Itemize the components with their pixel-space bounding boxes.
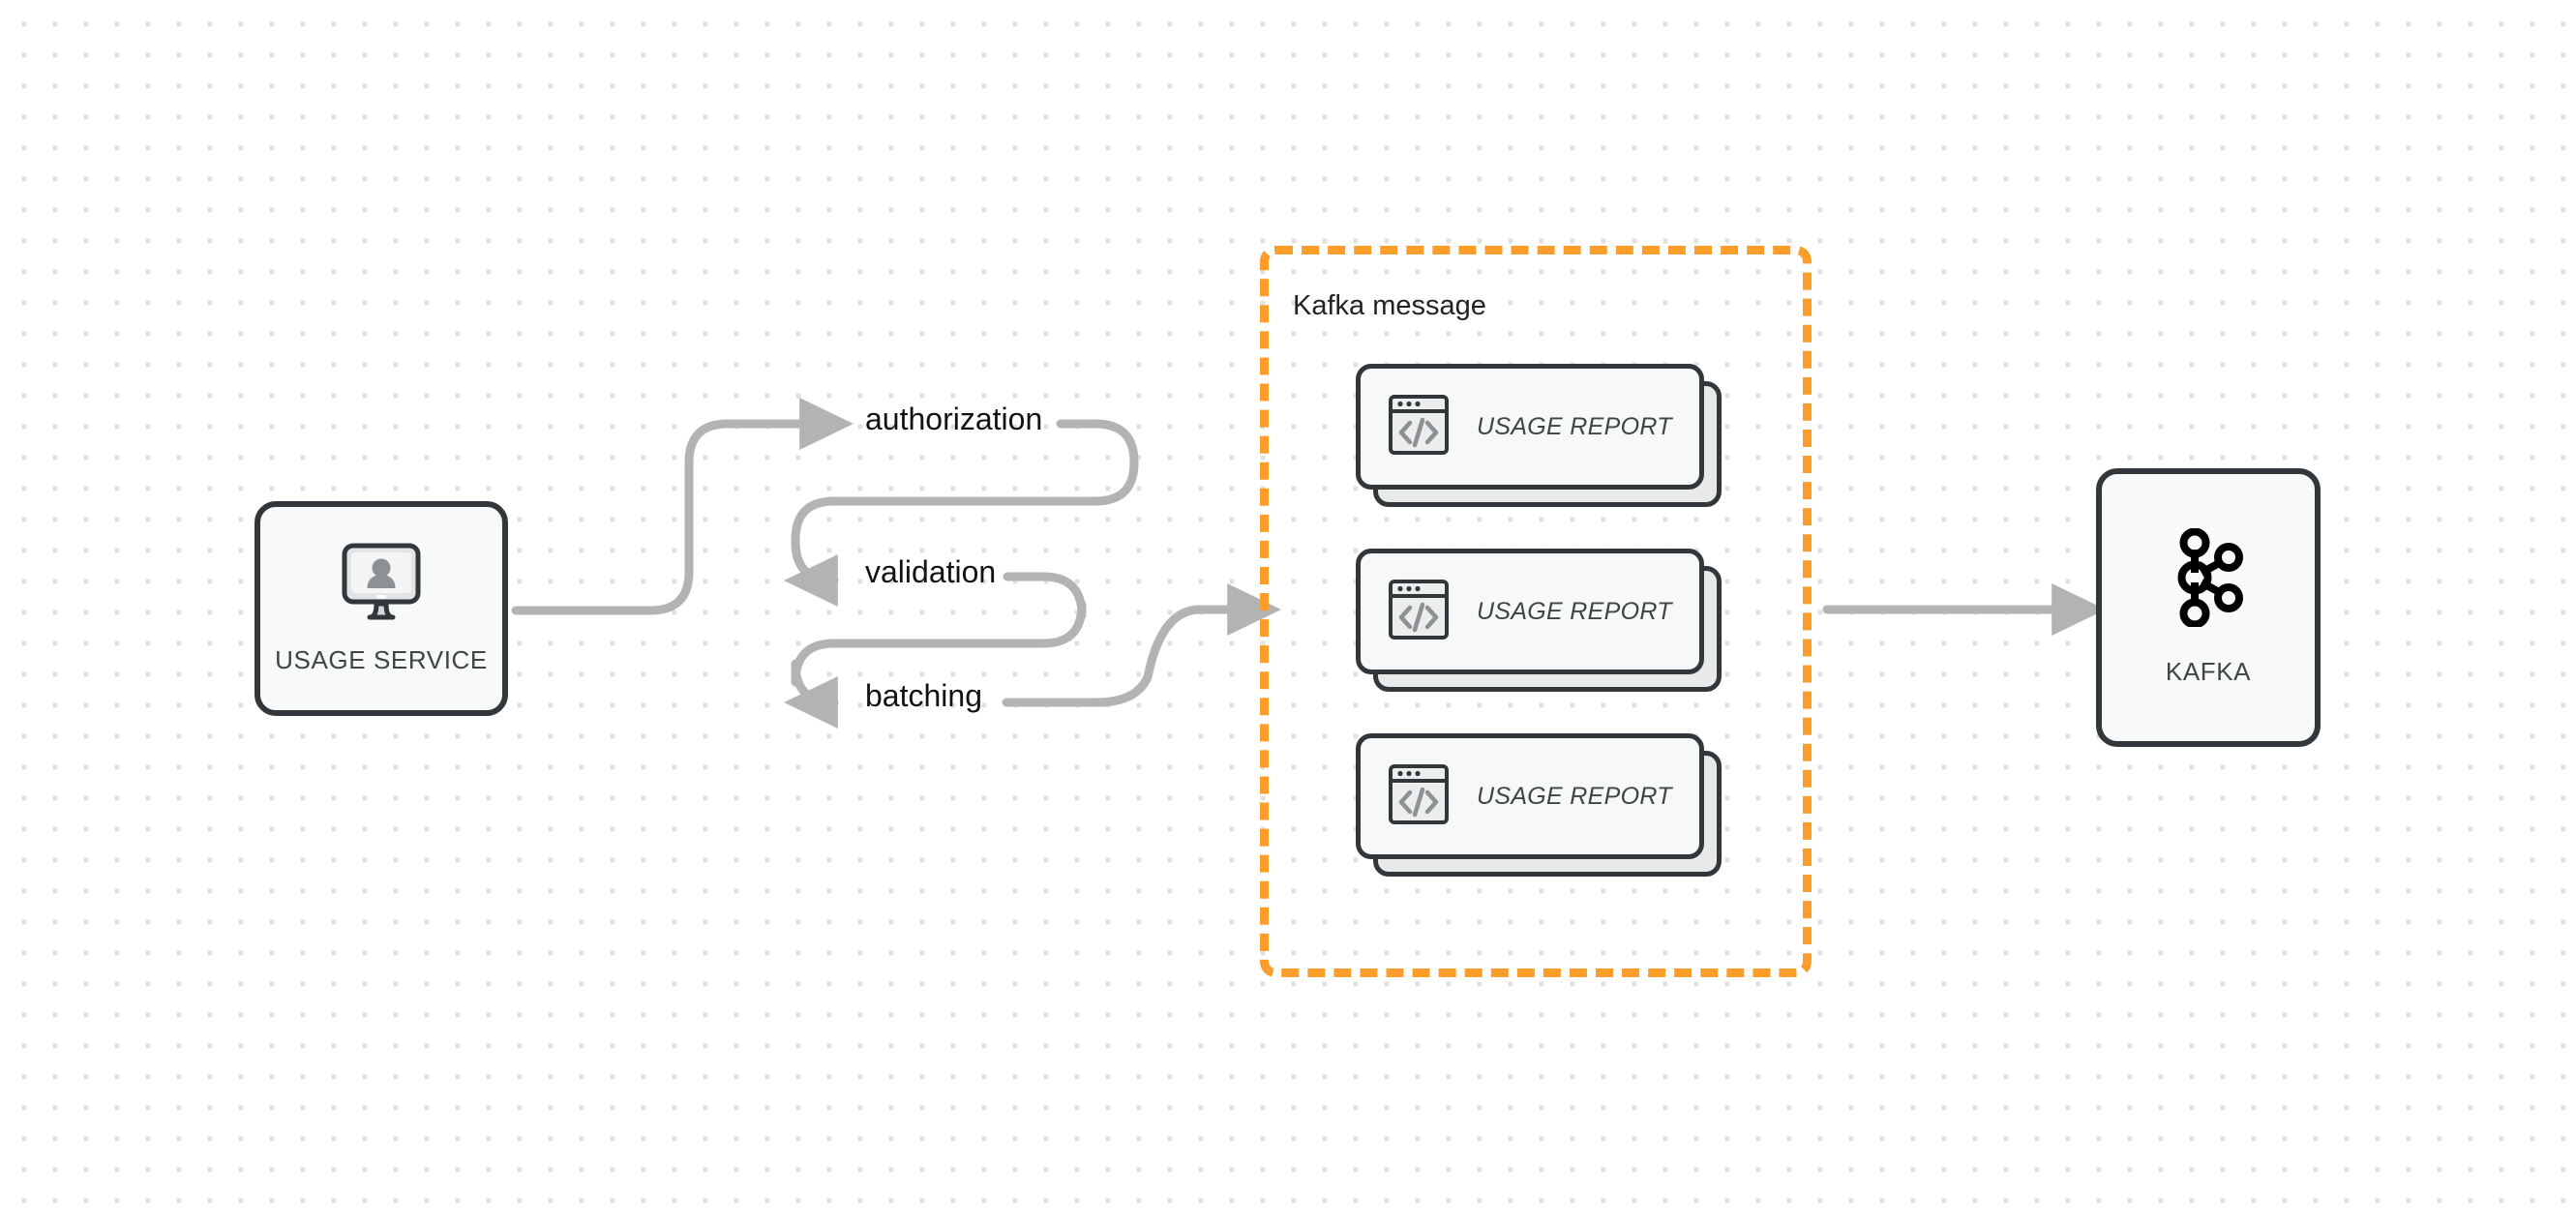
pipeline-step-validation: validation: [865, 554, 997, 589]
card-front: USAGE REPORT: [1356, 549, 1704, 674]
kafka-logo-icon: [2169, 527, 2248, 632]
node-kafka[interactable]: KAFKA: [2096, 468, 2321, 747]
code-window-icon: [1388, 763, 1450, 830]
kafka-message-group: [1260, 246, 1812, 977]
node-usage-service[interactable]: USAGE SERVICE: [255, 501, 508, 716]
card-front: USAGE REPORT: [1356, 733, 1704, 859]
usage-service-label: USAGE SERVICE: [275, 645, 488, 674]
kafka-label: KAFKA: [2165, 657, 2252, 686]
connector-batching-to-kafka-message: [1002, 583, 1281, 707]
kafka-message-title: Kafka message: [1293, 290, 1486, 321]
connector-service-to-authorization: [511, 398, 854, 615]
monitor-user-icon: [339, 542, 424, 626]
pipeline-step-authorization: authorization: [865, 402, 1043, 436]
usage-report-label: USAGE REPORT: [1477, 597, 1672, 625]
usage-report-label: USAGE REPORT: [1477, 412, 1672, 440]
card-front: USAGE REPORT: [1356, 364, 1704, 490]
usage-report-label: USAGE REPORT: [1477, 782, 1672, 810]
usage-report-card[interactable]: USAGE REPORT: [1356, 733, 1722, 877]
code-window-icon: [1388, 394, 1450, 461]
pipeline-step-batching: batching: [865, 678, 982, 713]
code-window-icon: [1388, 579, 1450, 645]
usage-report-card[interactable]: USAGE REPORT: [1356, 364, 1722, 507]
usage-report-card[interactable]: USAGE REPORT: [1356, 549, 1722, 692]
